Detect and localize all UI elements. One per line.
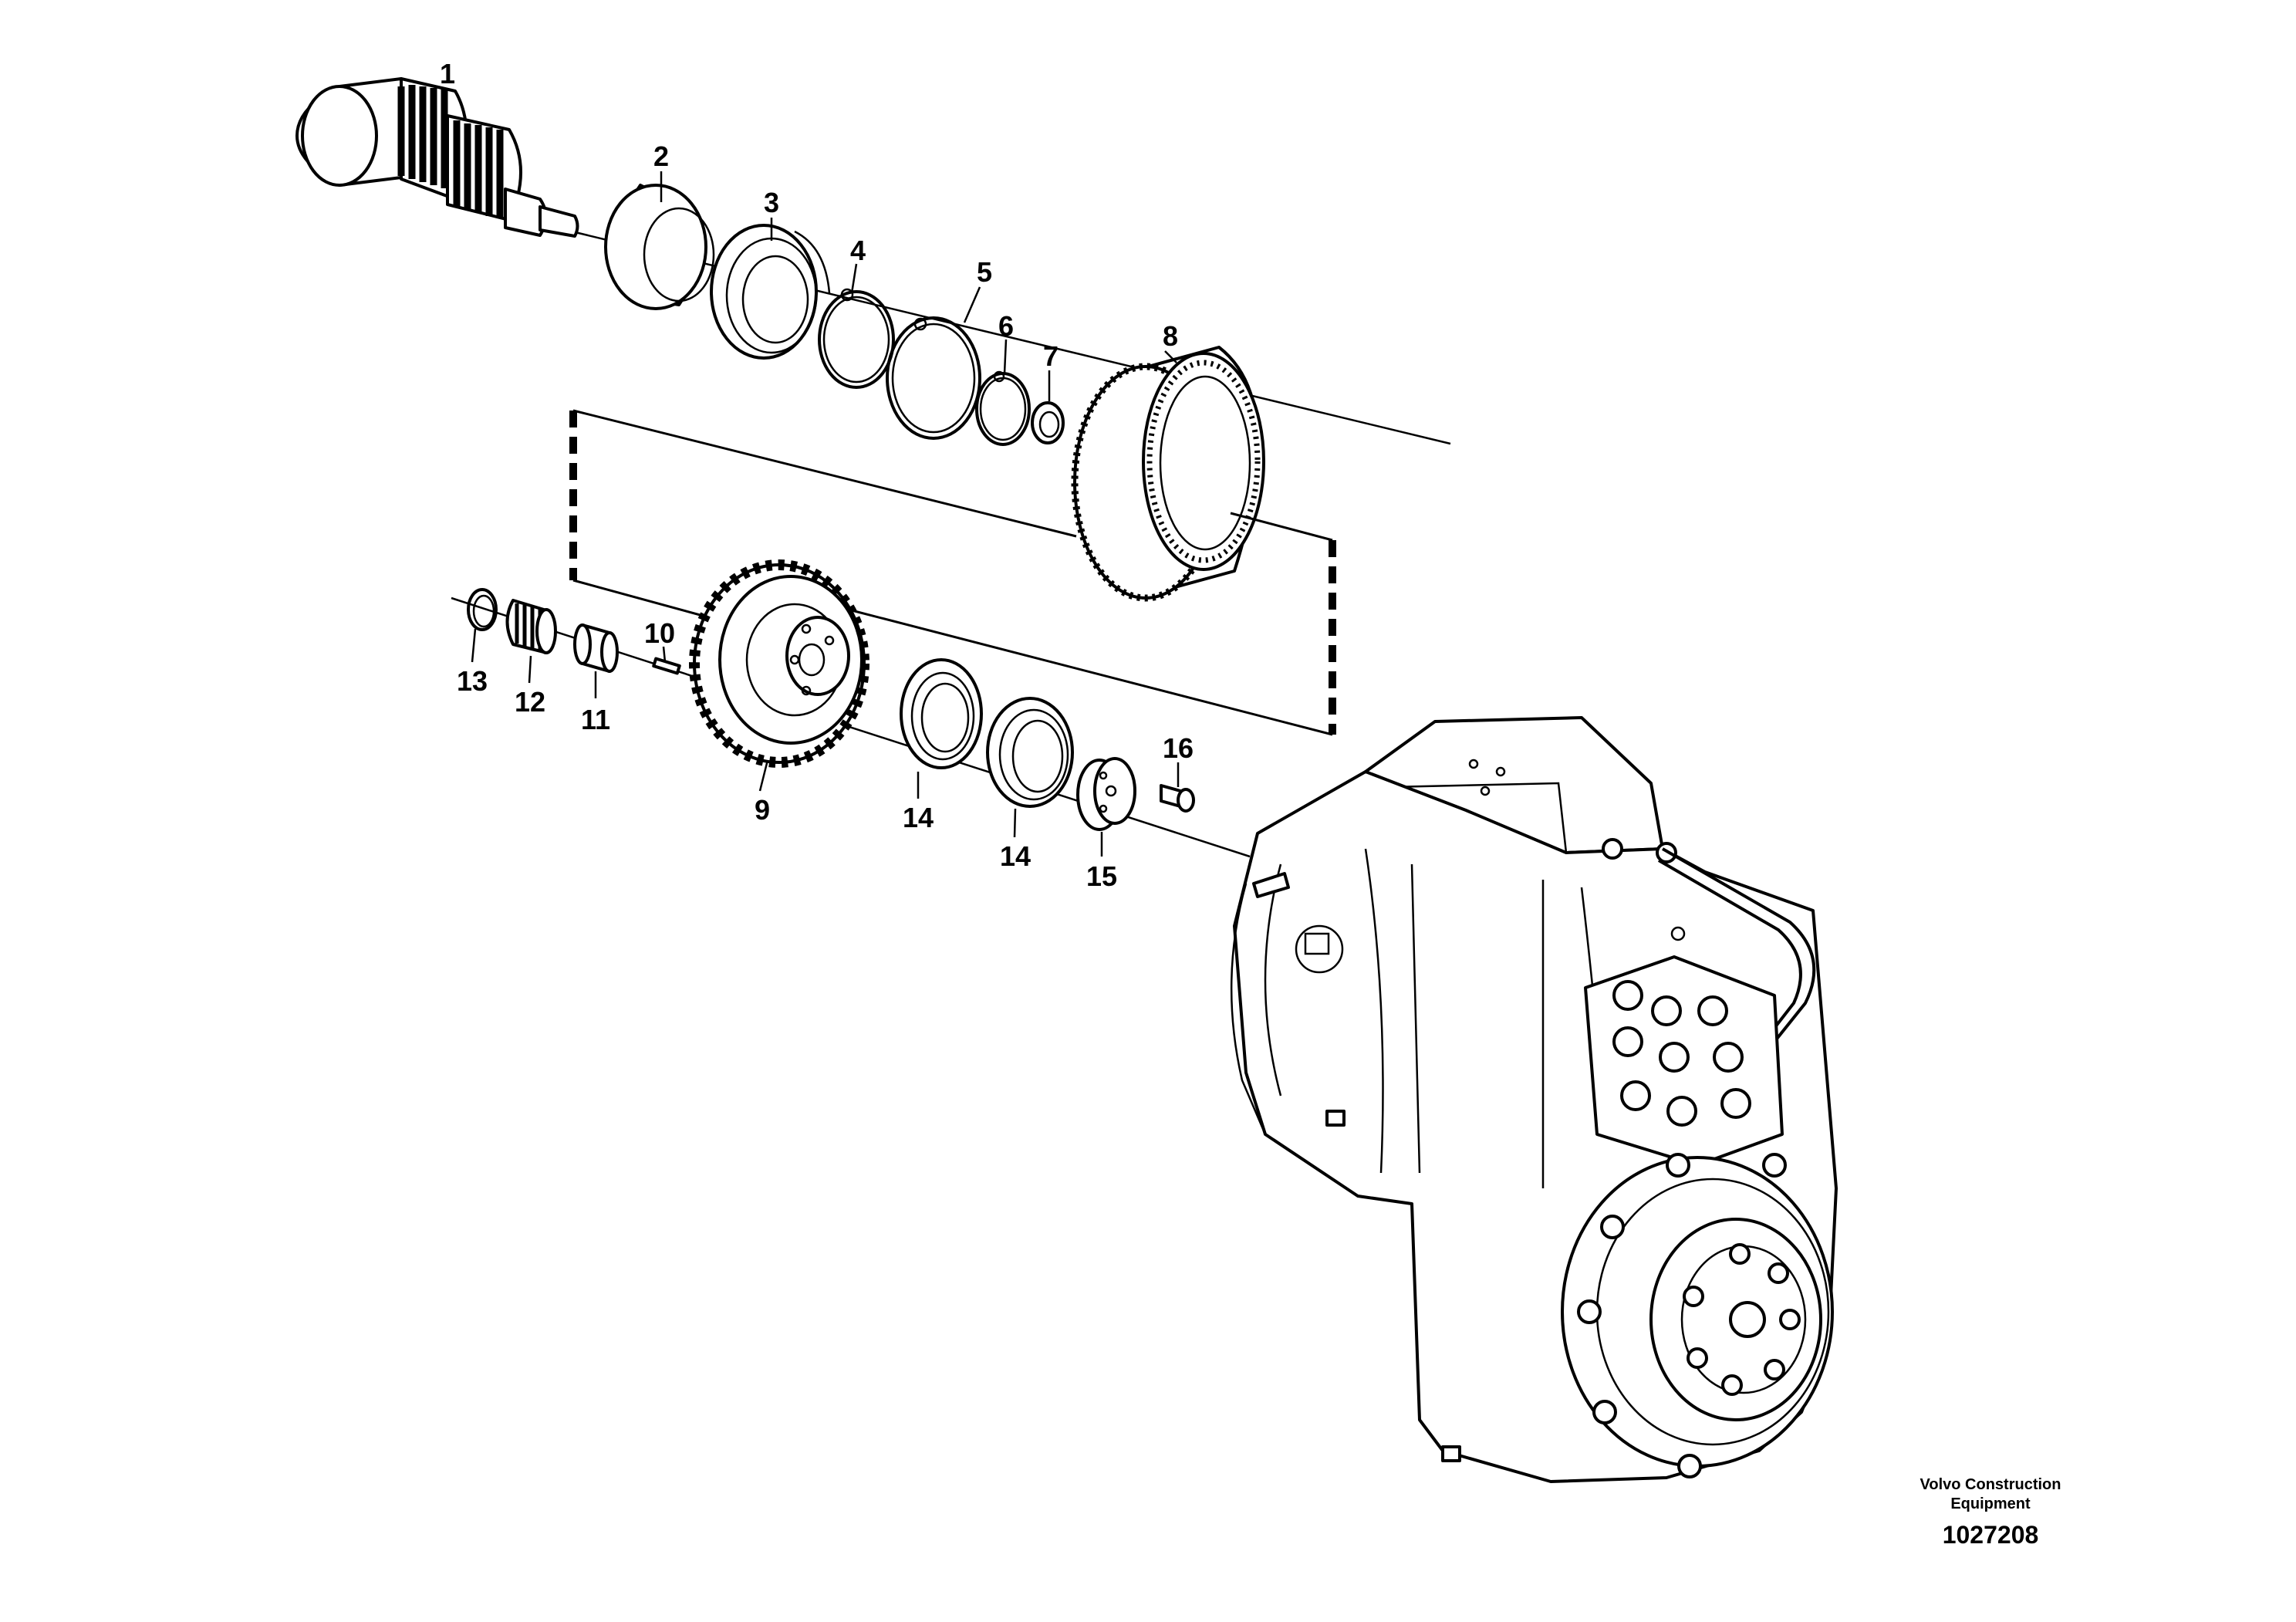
brand-line-1: Volvo Construction <box>1920 1476 2061 1493</box>
part-5-snap-ring[interactable] <box>886 316 981 440</box>
callout-5[interactable]: 5 <box>977 256 992 288</box>
transmission-housing[interactable] <box>1230 716 1838 1483</box>
part-12-needle-bearing[interactable] <box>505 599 557 654</box>
callout-16[interactable]: 16 <box>1163 732 1194 764</box>
callout-1[interactable]: 1 <box>440 58 455 90</box>
assembly-group-frame <box>569 409 1336 736</box>
callout-9[interactable]: 9 <box>755 794 770 826</box>
callout-13[interactable]: 13 <box>457 665 488 697</box>
callout-8[interactable]: 8 <box>1163 320 1178 352</box>
callout-2[interactable]: 2 <box>653 140 669 172</box>
part-11-bushing[interactable] <box>573 623 619 673</box>
brand-line-2: Equipment <box>1950 1495 2031 1512</box>
callout-15[interactable]: 15 <box>1086 860 1117 892</box>
callout-4[interactable]: 4 <box>850 235 866 266</box>
drawing-number: 1027208 <box>1943 1521 2039 1549</box>
part-9-gear[interactable] <box>689 559 869 768</box>
part-6-snap-ring[interactable] <box>975 370 1031 446</box>
callout-labels: 1 2 3 4 5 6 7 8 9 10 11 12 13 14 14 15 1… <box>440 58 1194 892</box>
part-14-bearing-first[interactable] <box>900 658 983 769</box>
part-7-washer[interactable] <box>1031 401 1065 444</box>
callout-11[interactable]: 11 <box>581 704 610 735</box>
callout-3[interactable]: 3 <box>764 187 779 218</box>
callout-12[interactable]: 12 <box>515 686 545 718</box>
callout-14-second[interactable]: 14 <box>1000 840 1031 872</box>
part-3-bearing-cup[interactable] <box>710 224 831 360</box>
part-8-ring-gear[interactable] <box>1071 346 1265 602</box>
callout-14-first[interactable]: 14 <box>903 802 934 833</box>
part-13-snap-ring[interactable] <box>467 588 498 631</box>
part-15-retaining-plate[interactable] <box>1076 757 1136 831</box>
part-16-bolt[interactable] <box>1160 784 1195 813</box>
part-10-pin[interactable] <box>652 657 681 675</box>
part-2-bearing-race[interactable] <box>604 184 715 310</box>
part-4-snap-ring[interactable] <box>818 288 895 389</box>
part-1-splined-shaft[interactable] <box>295 77 579 238</box>
title-block: Volvo Construction Equipment 1027208 <box>1920 1476 2061 1549</box>
callout-7[interactable]: 7 <box>1043 340 1059 372</box>
part-14-bearing-second[interactable] <box>986 697 1074 808</box>
callout-6[interactable]: 6 <box>998 310 1014 342</box>
callout-10[interactable]: 10 <box>644 617 675 649</box>
callout-leaders <box>444 88 1180 857</box>
